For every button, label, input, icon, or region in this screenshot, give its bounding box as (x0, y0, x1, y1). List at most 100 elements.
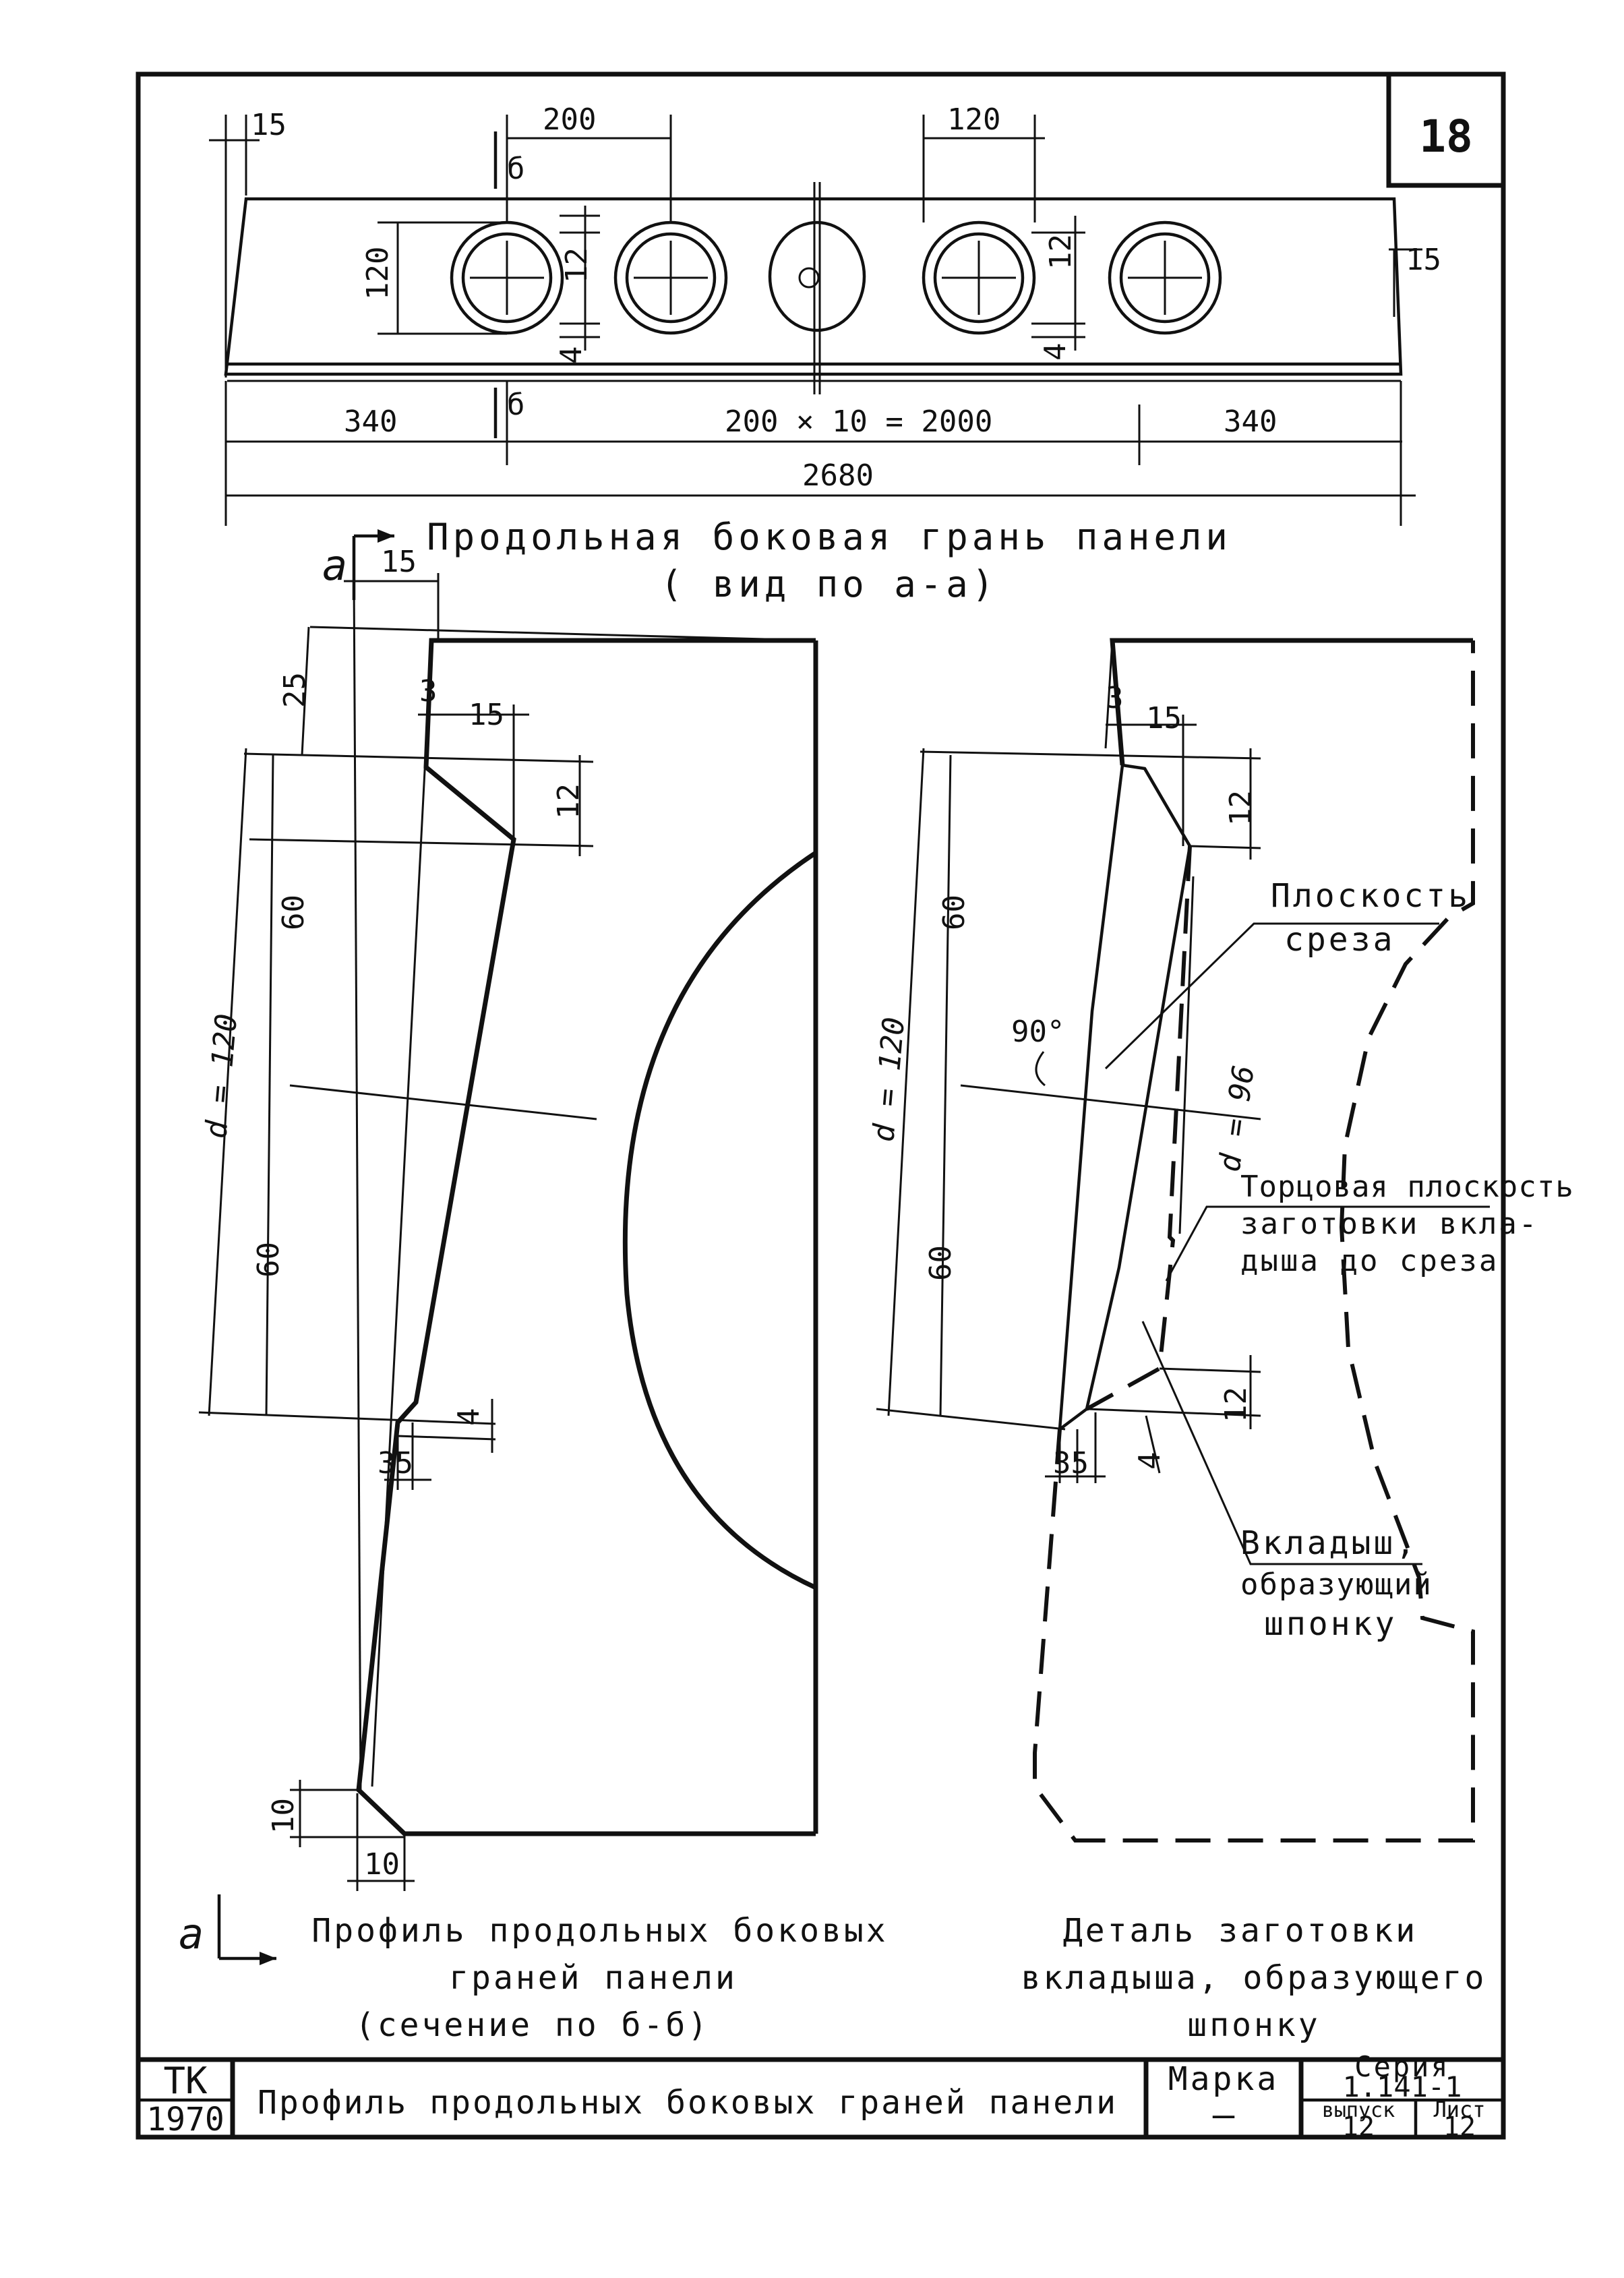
svg-text:3: 3 (1106, 681, 1124, 715)
dim-15-profile: 15 (344, 545, 440, 640)
svg-text:Вкладыш,: Вкладыш, (1240, 1524, 1418, 1562)
org-code: ТК (163, 2060, 208, 2102)
year: 1970 (146, 2101, 224, 2138)
insert-hatched (1058, 763, 1192, 1433)
title-block: ТК 1970 Профиль продольных боковых гране… (138, 2050, 1503, 2142)
dim-12-4-right: 12 4 (1031, 216, 1085, 361)
dim-15-left: 15 (209, 108, 287, 378)
svg-text:10: 10 (364, 1847, 400, 1882)
svg-text:60: 60 (937, 895, 971, 930)
svg-text:15: 15 (251, 108, 287, 142)
svg-text:120: 120 (947, 102, 1000, 137)
svg-text:Плоскость: Плоскость (1271, 877, 1470, 915)
svg-text:25: 25 (278, 672, 312, 708)
sheet-frame (136, 71, 1506, 2140)
svg-text:12: 12 (1219, 1387, 1253, 1422)
detail-view: 3 15 12 60 d = 120 60 90° d = 96 12 (866, 638, 1574, 2044)
profile-caption-2: граней панели (449, 1959, 738, 1997)
svg-text:3: 3 (419, 674, 438, 709)
svg-text:d = 120: d = 120 (199, 1013, 244, 1140)
dim-15-right: 15 (1389, 243, 1441, 317)
issue-label: выпуск (1322, 2099, 1395, 2122)
svg-text:60: 60 (924, 1245, 958, 1281)
svg-text:4: 4 (452, 1408, 486, 1427)
dim-120-top: 120 (922, 102, 1045, 222)
svg-text:15: 15 (1146, 701, 1182, 736)
detail-dim-3-15-12: 3 15 12 (920, 681, 1261, 860)
hole-4 (922, 220, 1036, 335)
dim-12-4-left: 12 4 (554, 206, 600, 364)
dim-340-right: 340 (1224, 404, 1277, 439)
profile-caption-1: Профиль продольных боковых (311, 1912, 888, 1950)
section-mark-bottom: б (493, 388, 525, 438)
dim-4-35: 4 35 (378, 1399, 493, 1490)
profile-outline (356, 638, 816, 1836)
top-view-subtitle: ( вид по а-а) (661, 563, 998, 605)
hole-3-section (768, 220, 866, 332)
svg-text:200: 200 (543, 102, 596, 137)
svg-text:12: 12 (1044, 234, 1078, 270)
detail-caption-3: шпонку (1187, 2006, 1320, 2044)
hole-2 (613, 220, 728, 335)
svg-text:2680: 2680 (802, 458, 874, 493)
profile-caption-3: (сечение по б-б) (355, 2006, 710, 2044)
svg-text:12: 12 (551, 783, 586, 819)
svg-text:120: 120 (361, 247, 395, 300)
sheet-number: 18 (1419, 111, 1472, 162)
svg-text:4: 4 (554, 347, 589, 365)
marka-value: — (1213, 2093, 1235, 2136)
svg-text:а: а (179, 1909, 204, 1958)
svg-text:60: 60 (276, 895, 311, 930)
panel-face-outline (224, 197, 1403, 376)
section-mark-b-bottom: б (507, 388, 525, 422)
svg-text:заготовки вкла-: заготовки вкла- (1240, 1207, 1538, 1241)
svg-text:15: 15 (1406, 243, 1441, 277)
profile-view: а а 15 25 (179, 529, 888, 2044)
dim-row-340-2000-340: 340 200 × 10 = 2000 340 (224, 381, 1402, 526)
svg-text:образующий: образующий (1240, 1567, 1433, 1602)
dim-10-corner: 10 10 (266, 1780, 415, 1891)
hole-1 (450, 220, 564, 335)
dim-3-15-12: 3 15 12 (243, 674, 594, 856)
svg-text:среза: среза (1284, 921, 1395, 959)
svg-text:шпонку: шпонку (1264, 1605, 1397, 1643)
top-view: б б 15 200 120 120 (209, 102, 1441, 605)
sheet-label: Лист (1433, 2097, 1485, 2122)
svg-text:4: 4 (1038, 343, 1073, 361)
detail-dim-12-bottom: 12 (1086, 1355, 1261, 1429)
series-label: Серия (1354, 2050, 1449, 2083)
sheet-title: Профиль продольных боковых граней панели (258, 2084, 1118, 2122)
callout-insert: Вкладыш, образующий шпонку (1141, 1321, 1433, 1643)
detail-caption-2: вкладыша, образующего (1021, 1959, 1487, 1997)
callout-cut-plane: Плоскость среза (1104, 877, 1470, 1070)
svg-text:15: 15 (381, 545, 417, 579)
issue-value: 12 (1342, 2111, 1375, 2142)
section-arrow-bottom: а (179, 1894, 276, 1965)
section-mark-top: б (493, 131, 525, 189)
svg-text:35: 35 (378, 1446, 413, 1480)
marka-label: Марка (1168, 2060, 1280, 2098)
svg-text:10: 10 (266, 1798, 301, 1834)
svg-text:35: 35 (1053, 1446, 1089, 1480)
callout-end-plane: Торцовая плоскость заготовки вкла- дыша … (1165, 1170, 1574, 1282)
svg-text:60: 60 (251, 1242, 286, 1278)
svg-text:Торцовая плоскость: Торцовая плоскость (1240, 1170, 1574, 1204)
dim-120-vertical: 120 (361, 221, 507, 335)
dim-2680: 2680 (226, 458, 1416, 497)
dim-200: 200 (506, 102, 672, 222)
svg-text:дыша до среза: дыша до среза (1240, 1244, 1499, 1278)
detail-caption-1: Деталь заготовки (1063, 1912, 1418, 1950)
hole-arc (622, 851, 817, 1590)
dim-d120-profile: 60 d = 120 60 (198, 748, 597, 1441)
svg-text:12: 12 (560, 247, 594, 283)
sheet-value: 12 (1443, 2111, 1476, 2142)
dim-25: 25 (278, 626, 816, 756)
detail-dim-90: 90° (1011, 1015, 1064, 1087)
sheet-number-box: 18 (1386, 71, 1506, 188)
detail-dim-d120: 60 d = 120 60 (866, 748, 1261, 1431)
top-view-title: Продольная боковая грань панели (427, 516, 1232, 558)
svg-text:d = 96: d = 96 (1212, 1063, 1261, 1174)
detail-dim-35-4: 35 4 (1045, 1412, 1167, 1483)
hole-5 (1108, 220, 1222, 335)
